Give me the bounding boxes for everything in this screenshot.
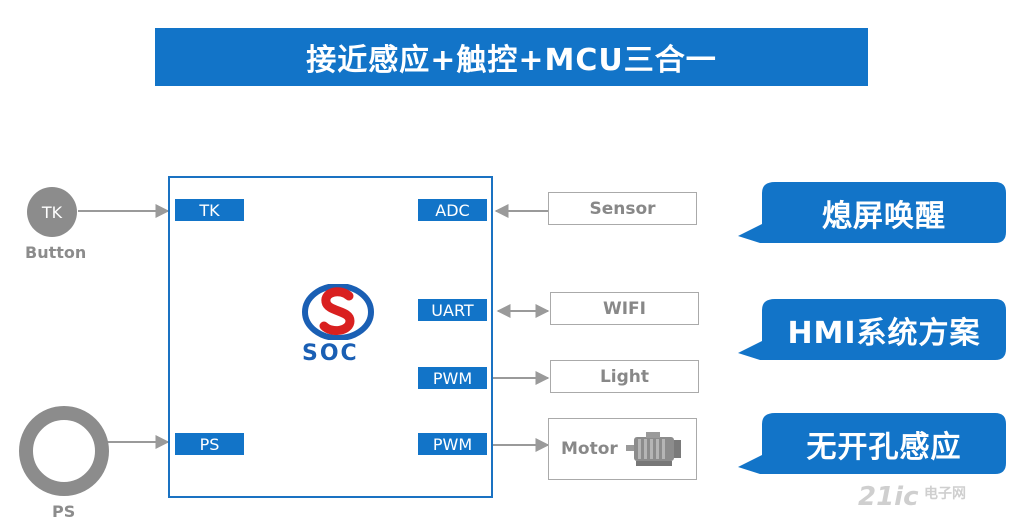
callout-no-hole: 无开孔感应 xyxy=(762,413,1006,474)
pin-uart-label: UART xyxy=(431,300,474,320)
pin-ps: PS xyxy=(175,433,244,455)
motor-label: Motor xyxy=(561,439,618,459)
callout-shape-3 xyxy=(738,413,1006,474)
light-box: Light xyxy=(550,360,699,393)
callout-shape-1 xyxy=(738,182,1006,243)
soc-logo-icon xyxy=(302,284,374,340)
pin-pwm-light-label: PWM xyxy=(432,368,473,388)
watermark-side: 电子网 xyxy=(924,486,966,502)
ps-caption: PS xyxy=(52,502,76,521)
watermark-logo: 21ic xyxy=(858,482,919,512)
callout-wake-screen: 熄屏唤醒 xyxy=(762,182,1006,243)
title-text: 接近感应+触控+MCU三合一 xyxy=(306,43,717,78)
callout-1-text: 熄屏唤醒 xyxy=(822,198,946,234)
pin-adc: ADC xyxy=(418,199,487,221)
title-banner: 接近感应+触控+MCU三合一 xyxy=(155,28,868,86)
pin-uart: UART xyxy=(418,299,487,321)
wifi-label: WIFI xyxy=(602,298,646,319)
tk-button-circle: TK xyxy=(27,187,77,237)
callout-shape-2 xyxy=(738,299,1006,360)
button-caption: Button xyxy=(25,243,87,262)
callout-3-text: 无开孔感应 xyxy=(806,429,962,465)
pin-pwm-light: PWM xyxy=(418,367,487,389)
callout-hmi: HMI系统方案 xyxy=(762,299,1006,360)
wifi-box: WIFI xyxy=(550,292,699,325)
tk-circle-label: TK xyxy=(41,202,63,222)
sensor-box: Sensor xyxy=(548,192,697,225)
motor-icon xyxy=(625,432,681,466)
pin-tk-label: TK xyxy=(199,200,220,220)
pin-pwm-motor-label: PWM xyxy=(432,434,473,454)
sensor-label: Sensor xyxy=(589,198,656,219)
pin-tk: TK xyxy=(175,199,244,221)
pin-adc-label: ADC xyxy=(435,200,470,220)
soc-logo-text: SOC xyxy=(302,341,359,366)
pin-pwm-motor: PWM xyxy=(418,433,487,455)
light-label: Light xyxy=(599,366,650,387)
motor-box: Motor xyxy=(548,418,697,480)
pin-ps-label: PS xyxy=(199,434,220,454)
callout-2-text: HMI系统方案 xyxy=(787,315,981,351)
